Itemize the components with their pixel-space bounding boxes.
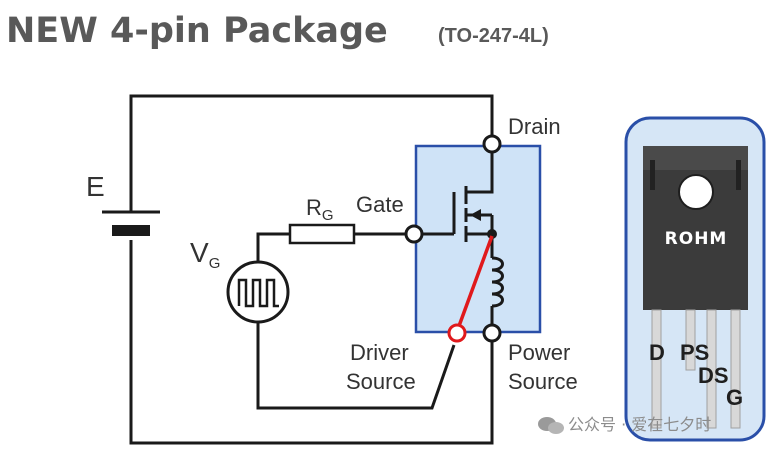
gate-terminal bbox=[404, 224, 424, 244]
title: NEW 4-pin Package bbox=[6, 11, 388, 51]
pin-label-g: G bbox=[726, 385, 743, 410]
pin-label-ps: PS bbox=[680, 340, 709, 365]
power-source-label-line1: Power bbox=[508, 340, 570, 365]
main-loop-wire bbox=[129, 94, 494, 445]
battery-symbol bbox=[102, 210, 160, 236]
device-highlight-box bbox=[414, 144, 542, 334]
package-illustration bbox=[624, 116, 766, 442]
pin-label-ds: DS bbox=[698, 363, 729, 388]
drain-label: Drain bbox=[508, 114, 561, 139]
pin-label-d: D bbox=[649, 340, 665, 365]
driver-source-terminal bbox=[447, 323, 467, 343]
gate-drive-wire bbox=[256, 232, 456, 410]
power-source-terminal bbox=[482, 323, 502, 343]
drain-terminal bbox=[482, 134, 502, 154]
driver-source-path bbox=[457, 235, 494, 327]
power-source-label-line2: Source bbox=[508, 369, 578, 394]
gate-label: Gate bbox=[356, 192, 404, 217]
source-inductance bbox=[491, 256, 504, 308]
watermark-text: 公众号 · 爱在七夕时 bbox=[568, 415, 711, 434]
brand-logo: ROHM bbox=[665, 229, 728, 249]
resistor-label: RG bbox=[306, 195, 334, 224]
mosfet-symbol bbox=[416, 150, 497, 258]
driver-source-label-line2: Source bbox=[346, 369, 416, 394]
pulse-source bbox=[226, 260, 290, 324]
battery-label: E bbox=[86, 171, 105, 202]
source-label: VG bbox=[190, 237, 220, 272]
gate-resistor bbox=[288, 223, 356, 245]
driver-source-label-line1: Driver bbox=[350, 340, 409, 365]
wechat-icon bbox=[538, 417, 564, 434]
package-type: (TO-247-4L) bbox=[438, 25, 549, 47]
